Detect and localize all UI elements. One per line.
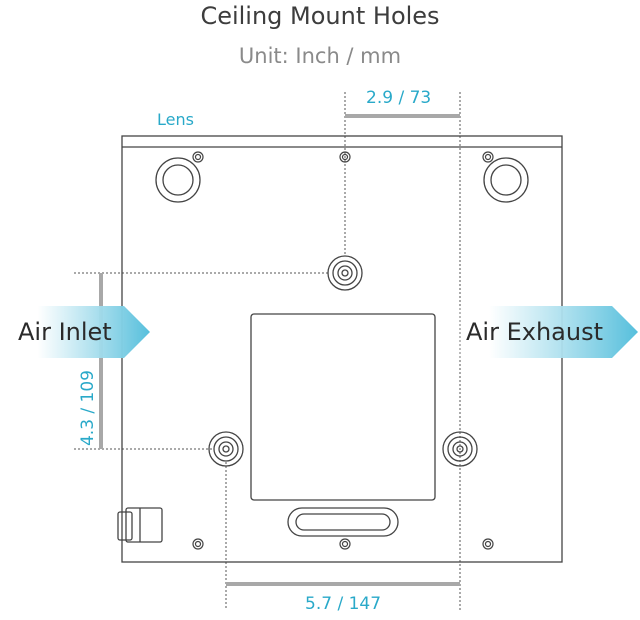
air-inlet-arrow [0, 306, 150, 358]
dimension-left: 4.3 / 109 [78, 369, 98, 447]
diagram-title: Ceiling Mount Holes [200, 2, 440, 30]
center-panel [250, 313, 436, 501]
dimension-guides [74, 92, 461, 610]
air-exhaust-arrow [452, 306, 638, 358]
air-exhaust-label: Air Exhaust [466, 318, 603, 346]
screw-holes [192, 151, 494, 550]
dimension-bottom: 5.7 / 147 [305, 594, 382, 614]
mount-hole-left [208, 431, 244, 467]
dimension-top: 2.9 / 73 [366, 88, 432, 108]
air-inlet-label: Air Inlet [18, 318, 112, 346]
bottom-slot [287, 507, 399, 537]
side-connector [117, 507, 163, 543]
unit-subtitle: Unit: Inch / mm [238, 44, 402, 68]
lens-label: Lens [157, 110, 194, 129]
mount-hole-right [442, 431, 478, 467]
mount-hole-top [327, 255, 363, 291]
lens-ports [155, 157, 529, 203]
